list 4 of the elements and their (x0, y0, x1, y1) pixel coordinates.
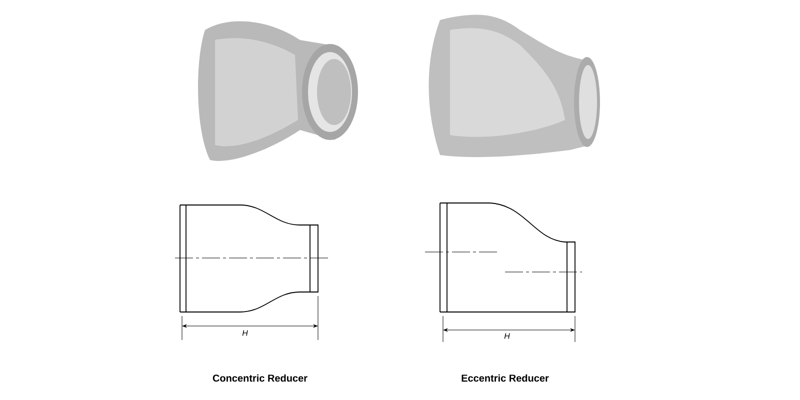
caption: Eccentric Reducer (460, 373, 550, 383)
caption: Concentric Reducer (212, 373, 309, 383)
dimension-label: H (503, 332, 511, 340)
dimension-label: H (241, 329, 249, 337)
